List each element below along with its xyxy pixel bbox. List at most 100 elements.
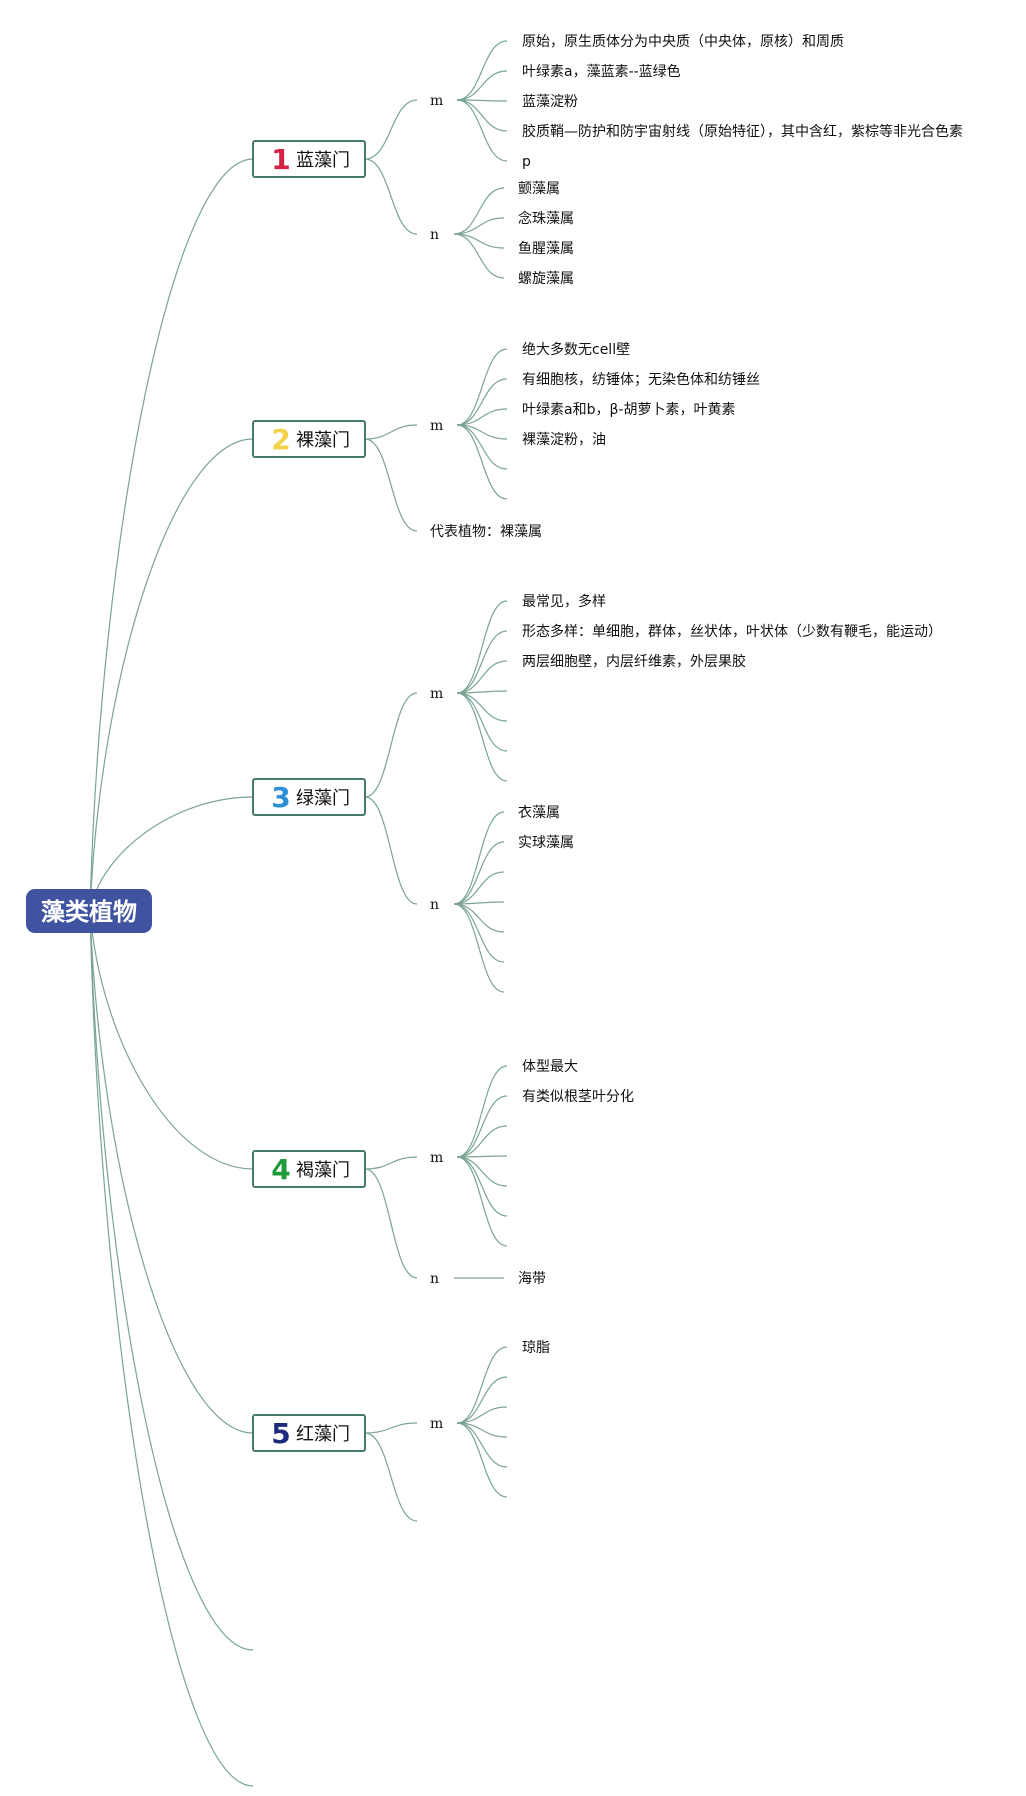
branch-number-4: 4 xyxy=(271,1153,290,1186)
connector-line xyxy=(453,811,505,905)
leaf-3-m-2: 两层细胞壁，内层纤维素，外层果胶 xyxy=(522,653,746,670)
leaf-4-m-1: 有类似根茎叶分化 xyxy=(522,1089,634,1105)
sub-label-m-2: m xyxy=(430,418,443,434)
sub-label-m-1: m xyxy=(430,93,443,109)
sub-label-n-4: n xyxy=(430,1271,439,1287)
root-connector-line xyxy=(89,910,254,1651)
connector-line xyxy=(453,187,505,235)
branch-label-5: 红藻门 xyxy=(296,1424,350,1445)
connector-line xyxy=(456,600,508,694)
connector-line xyxy=(456,692,508,722)
branch-number-2: 2 xyxy=(271,423,290,456)
leaf-1-m-2: 蓝藻淀粉 xyxy=(522,94,578,110)
root-connector-line xyxy=(89,910,254,1434)
connector-lines xyxy=(89,40,508,1787)
leaf-1-n-1: 念珠藻属 xyxy=(518,210,574,227)
connector-line xyxy=(456,692,508,752)
connector-line xyxy=(456,70,508,101)
root-node[interactable]: 藻类植物 xyxy=(26,889,152,933)
leaf-3-n-0: 衣藻属 xyxy=(518,805,560,821)
connector-line xyxy=(364,1156,418,1170)
leaf-2-m-3: 裸藻淀粉，油 xyxy=(522,432,606,448)
connector-line xyxy=(456,660,508,694)
sub-label-n-1: n xyxy=(430,227,439,243)
connector-line xyxy=(364,158,418,235)
branch-node-2[interactable]: 2 裸藻门 xyxy=(252,420,366,458)
leaf-5-m-0: 琼脂 xyxy=(522,1340,550,1356)
leaf-3-m-1: 形态多样：单细胞，群体，丝状体，叶状体（少数有鞭毛，能运动） xyxy=(522,623,942,640)
leaf-4-n-0: 海带 xyxy=(518,1271,546,1287)
connector-line xyxy=(456,1156,508,1217)
connector-line xyxy=(456,1422,508,1498)
connector-line xyxy=(364,1432,418,1522)
root-connector-line xyxy=(89,910,254,1787)
leaf-1-m-3: 胶质鞘—防护和防宇宙射线（原始特征），其中含红，紫棕等非光合色素 xyxy=(522,123,963,140)
leaf-1-n-3: 螺旋藻属 xyxy=(518,271,574,287)
root-label: 藻类植物 xyxy=(41,898,137,926)
connector-line xyxy=(453,841,505,905)
connector-line xyxy=(456,1095,508,1158)
connector-line xyxy=(456,424,508,500)
connector-line xyxy=(456,40,508,101)
connector-line xyxy=(364,1168,418,1279)
connector-line xyxy=(364,99,418,160)
root-connector-line xyxy=(89,158,254,912)
connector-line xyxy=(453,903,505,933)
leaf-1-m-4: p xyxy=(522,154,531,170)
root-connector-line xyxy=(89,438,254,912)
leaf-1-m-0: 原始，原生质体分为中央质（中央体，原核）和周质 xyxy=(522,34,844,50)
connector-line xyxy=(456,1406,508,1424)
leaf-3-n-1: 实球藻属 xyxy=(518,835,574,851)
connector-line xyxy=(364,796,418,905)
connector-line xyxy=(456,1156,508,1187)
connector-line xyxy=(456,99,508,162)
representative-plant-label: 代表植物：裸藻属 xyxy=(430,524,542,540)
sub-label-m-4: m xyxy=(430,1150,443,1166)
leaf-4-m-0: 体型最大 xyxy=(522,1059,578,1075)
sub-label-m-5: m xyxy=(430,1416,443,1432)
branch-node-1[interactable]: 1 蓝藻门 xyxy=(252,140,366,178)
leaf-1-n-2: 鱼腥藻属 xyxy=(518,240,574,257)
branch-label-3: 绿藻门 xyxy=(296,788,350,809)
branch-label-2: 裸藻门 xyxy=(296,430,350,451)
connector-line xyxy=(456,1065,508,1158)
connector-line xyxy=(456,1156,508,1247)
connector-line xyxy=(364,692,418,798)
connector-line xyxy=(456,1376,508,1424)
branch-number-3: 3 xyxy=(271,781,290,814)
leaf-2-m-1: 有细胞核，纺锤体；无染色体和纺锤丝 xyxy=(522,371,760,388)
connector-line xyxy=(456,99,508,132)
root-connector-line xyxy=(89,910,254,1170)
branch-label-4: 褐藻门 xyxy=(296,1160,350,1181)
connector-line xyxy=(456,630,508,694)
connector-line xyxy=(453,217,505,235)
connector-line xyxy=(364,1422,418,1434)
connector-line xyxy=(453,903,505,963)
leaf-3-m-0: 最常见，多样 xyxy=(522,593,606,610)
connector-line xyxy=(456,1422,508,1468)
connector-line xyxy=(456,1125,508,1158)
connector-line xyxy=(456,348,508,426)
connector-line xyxy=(364,424,418,440)
connector-line xyxy=(453,903,505,993)
sub-label-n-3: n xyxy=(430,897,439,913)
branch-number-1: 1 xyxy=(271,143,290,176)
connector-line xyxy=(456,1346,508,1424)
connector-line xyxy=(456,424,508,470)
leaf-2-m-0: 绝大多数无cell壁 xyxy=(522,341,630,358)
branch-node-4[interactable]: 4 褐藻门 xyxy=(252,1150,366,1188)
connector-line xyxy=(456,378,508,426)
connector-line xyxy=(364,438,418,532)
branch-label-1: 蓝藻门 xyxy=(296,150,350,171)
leaf-1-m-1: 叶绿素a，藻蓝素--蓝绿色 xyxy=(522,63,681,80)
leaf-2-m-2: 叶绿素a和b，β-胡萝卜素，叶黄素 xyxy=(522,401,735,418)
leaf-1-n-0: 颤藻属 xyxy=(518,181,560,197)
connector-line xyxy=(453,871,505,905)
branch-node-3[interactable]: 3 绿藻门 xyxy=(252,778,366,816)
branch-node-5[interactable]: 5 红藻门 xyxy=(252,1414,366,1452)
sub-label-m-3: m xyxy=(430,686,443,702)
connector-line xyxy=(456,692,508,782)
connector-line xyxy=(453,233,505,279)
connector-line xyxy=(456,408,508,426)
